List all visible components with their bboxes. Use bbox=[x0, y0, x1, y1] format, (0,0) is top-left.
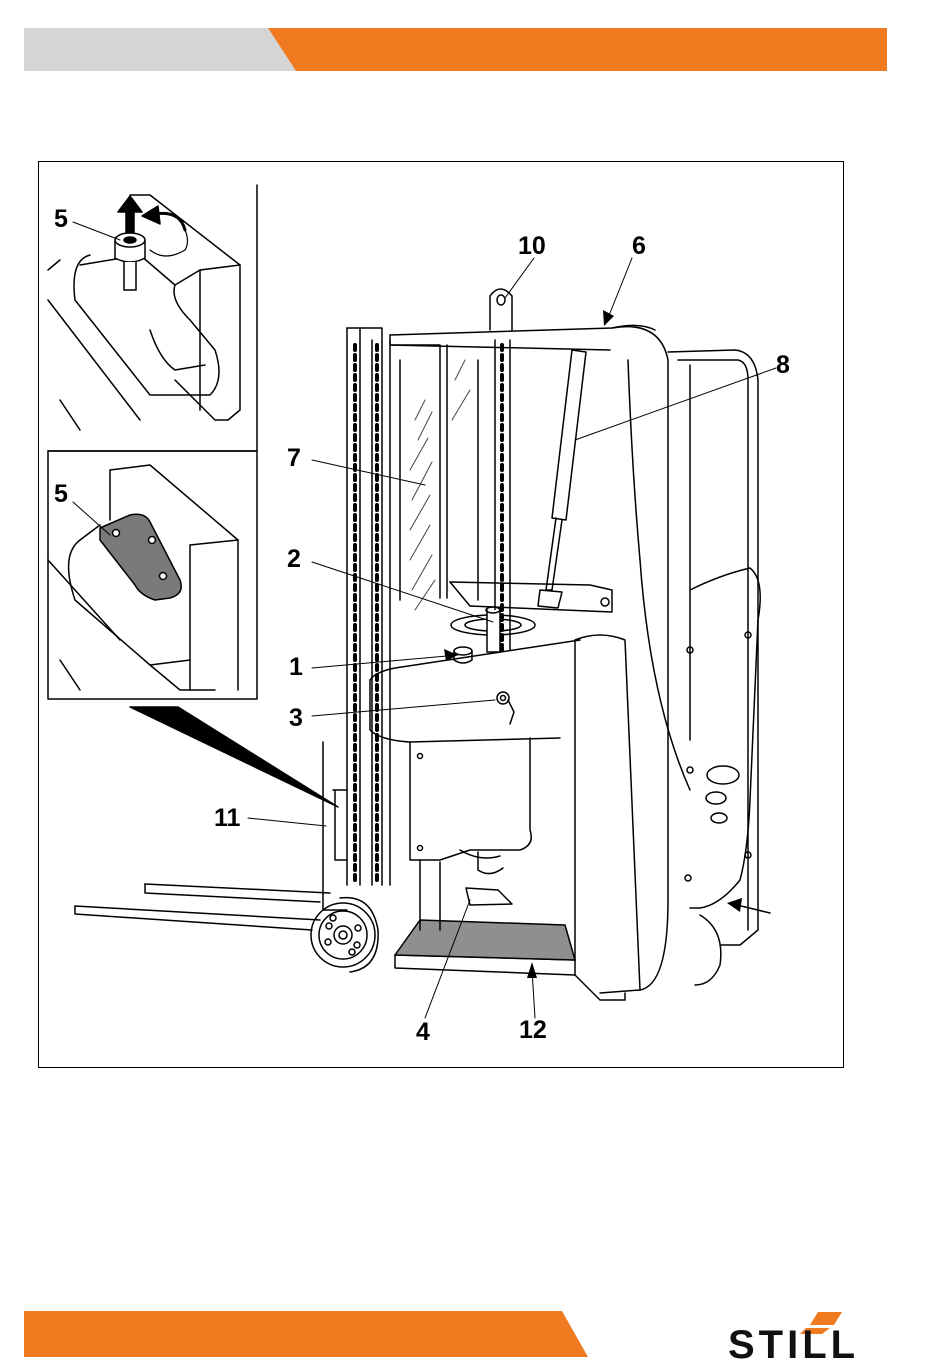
footer-orange-bar bbox=[24, 1311, 588, 1357]
still-logo: STILL bbox=[728, 1325, 859, 1365]
